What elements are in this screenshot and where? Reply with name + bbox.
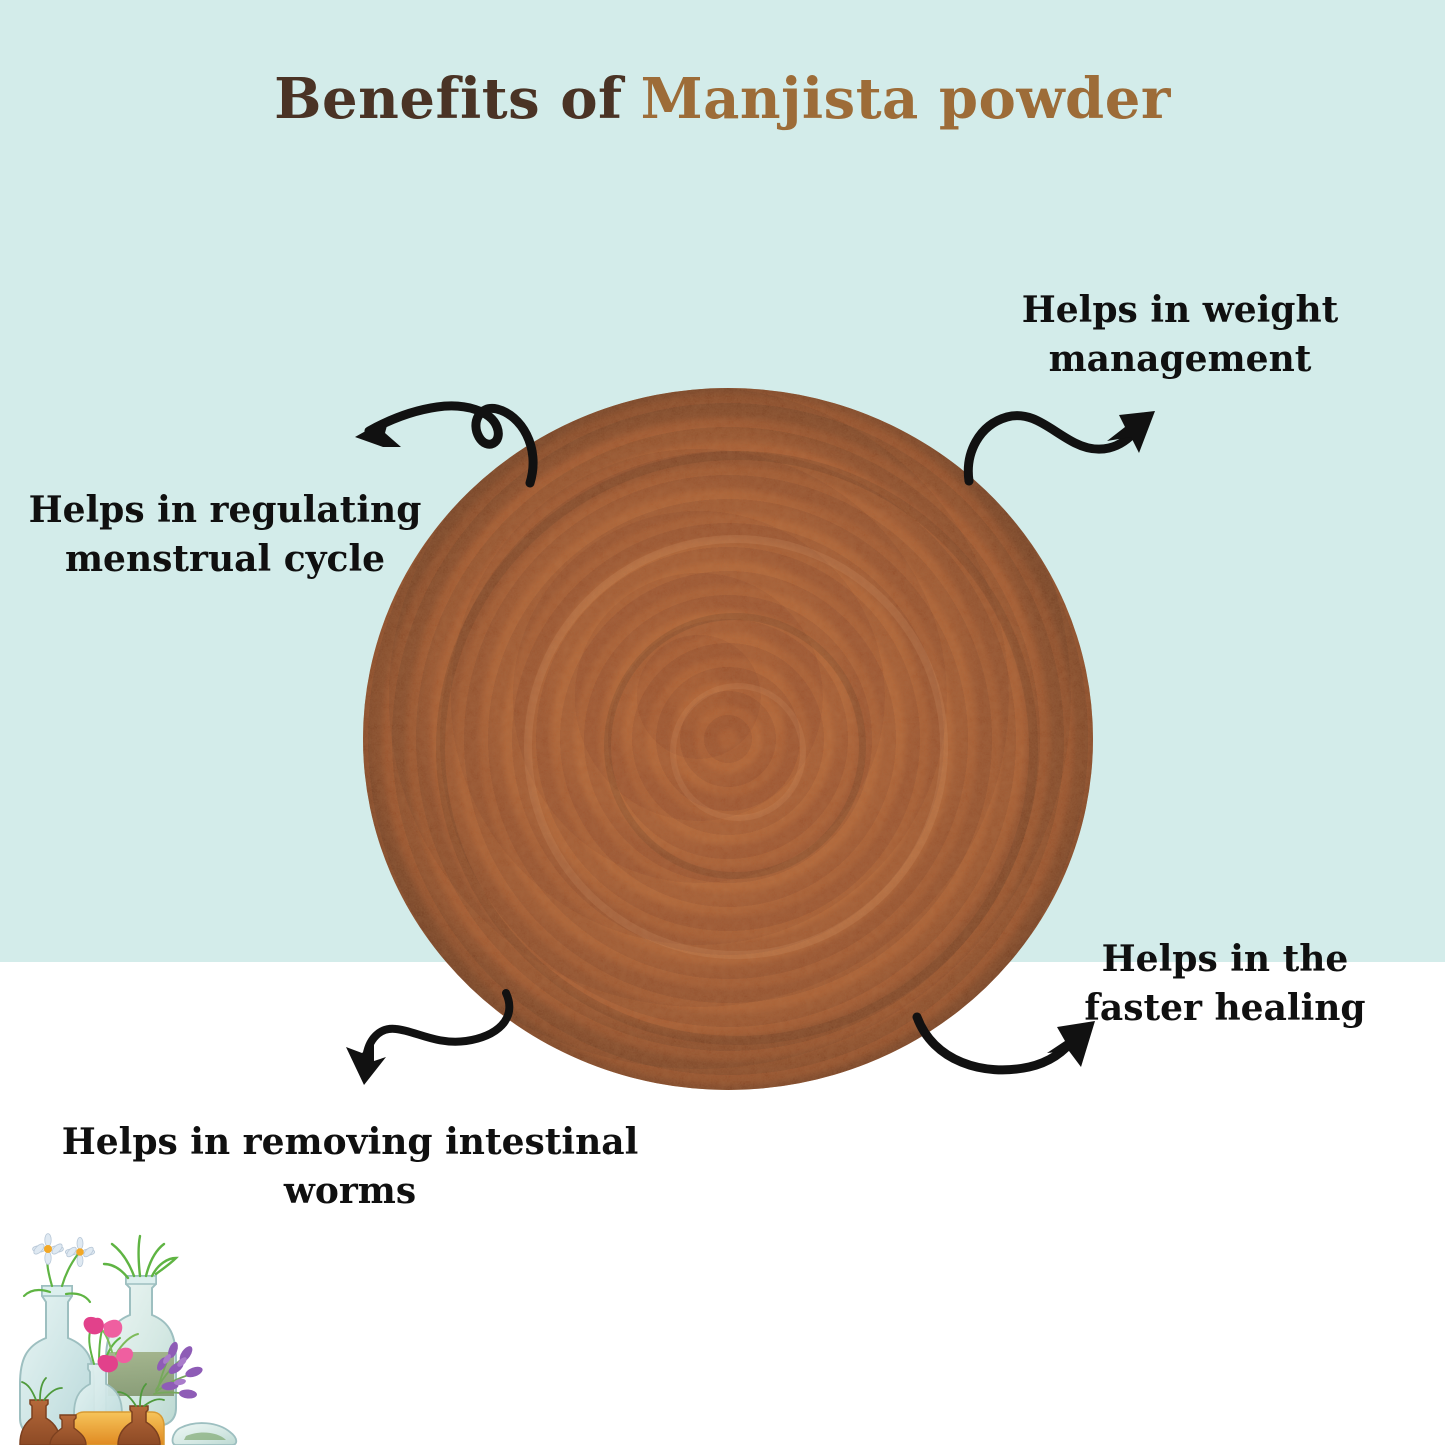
lavender-sprigs <box>153 1341 203 1399</box>
benefit-label-faster-healing: Helps in the faster healing <box>1084 938 1366 1029</box>
daisy-flower-right <box>64 1236 96 1268</box>
powder-grain-texture <box>363 388 1093 1090</box>
herbal-bottles-illustration <box>19 1233 238 1445</box>
bottle-brown-small <box>49 1414 87 1445</box>
benefit-label-intestinal-worms: Helps in removing intestinal worms <box>61 1121 639 1212</box>
title-part-product: Manjista powder <box>640 66 1171 132</box>
pink-flowers <box>83 1316 139 1373</box>
daisy-flower-left <box>32 1233 64 1265</box>
page-title: Benefits of Manjista powder <box>0 66 1445 132</box>
benefit-label-menstrual-cycle: Helps in regulating menstrual cycle <box>28 489 422 580</box>
manjista-powder-image <box>363 388 1093 1090</box>
title-part-benefits: Benefits of <box>274 66 623 132</box>
bottle-laying-right <box>171 1422 238 1445</box>
bottle-brown-right <box>117 1383 165 1445</box>
benefit-label-weight-management: Helps in weight management <box>1021 289 1339 380</box>
